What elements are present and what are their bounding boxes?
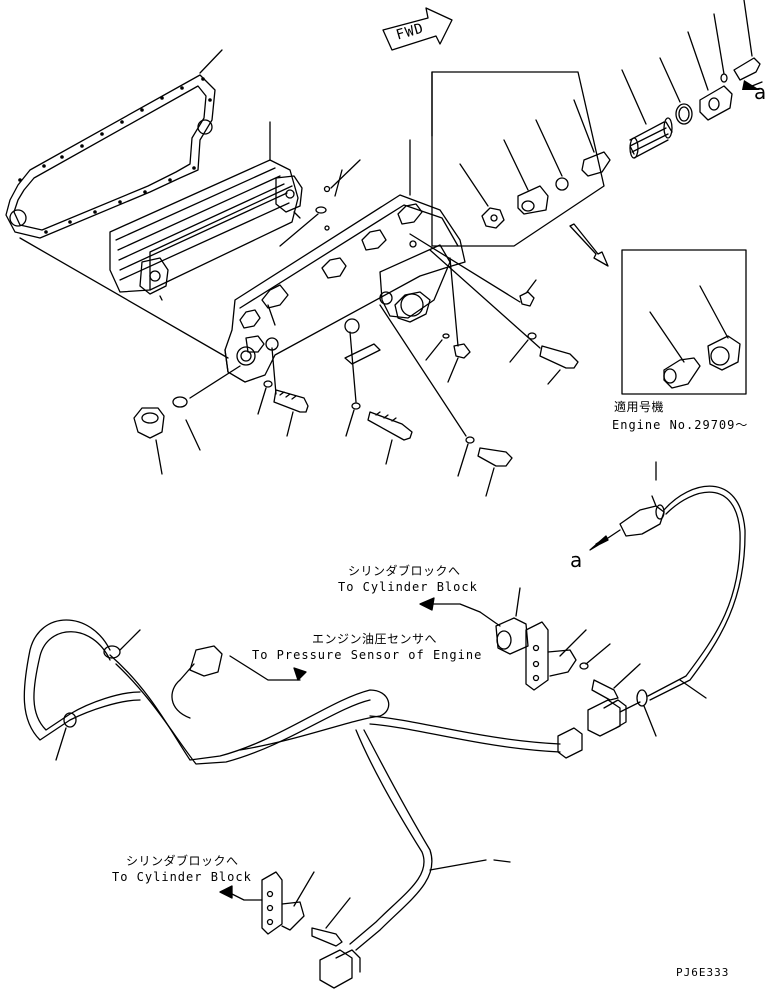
reference-a-mid: a <box>570 548 583 572</box>
o-ring <box>659 57 693 125</box>
destination-arrows <box>219 597 501 901</box>
spring <box>621 69 673 159</box>
destination-cylinder-block-jp-1: シリンダブロックへ <box>348 564 461 578</box>
valve-cover <box>687 31 733 121</box>
regulator-valve-parts <box>459 99 611 229</box>
bracket-bottom <box>261 871 361 989</box>
reference-a-top: a <box>754 80 767 104</box>
destination-pressure-sensor-en: To Pressure Sensor of Engine <box>252 648 483 662</box>
destination-cylinder-block-en-2: To Cylinder Block <box>112 870 252 884</box>
drawing-code: PJ6E333 <box>676 966 730 979</box>
oil-cooler-cover <box>224 139 466 383</box>
serial-label-en: Engine No.29709～ <box>612 418 749 432</box>
destination-pressure-sensor-jp: エンジン油圧センサへ <box>312 632 438 646</box>
variant-arrow <box>569 223 609 267</box>
arrow-a <box>595 537 607 545</box>
fwd-arrow-icon <box>382 7 453 51</box>
gasket <box>5 49 229 359</box>
variant-box <box>621 249 747 395</box>
oil-cooler-element <box>109 121 303 301</box>
destination-cylinder-block-jp-2: シリンダブロックへ <box>126 854 239 868</box>
bracket-right <box>525 621 641 701</box>
serial-label-jp: 適用号機 <box>614 400 665 414</box>
callout-box <box>431 71 605 247</box>
connector-cylinder <box>495 587 529 655</box>
connector-right <box>557 699 641 759</box>
cover-bolt <box>713 0 763 90</box>
cable-clip <box>636 679 707 737</box>
destination-cylinder-block-en-1: To Cylinder Block <box>338 580 478 594</box>
drain-plug <box>133 396 201 475</box>
bolt-set <box>189 233 579 497</box>
oil-pressure-sensor <box>589 461 746 701</box>
wiring-harness <box>23 619 561 951</box>
o-ring-small <box>279 159 361 247</box>
